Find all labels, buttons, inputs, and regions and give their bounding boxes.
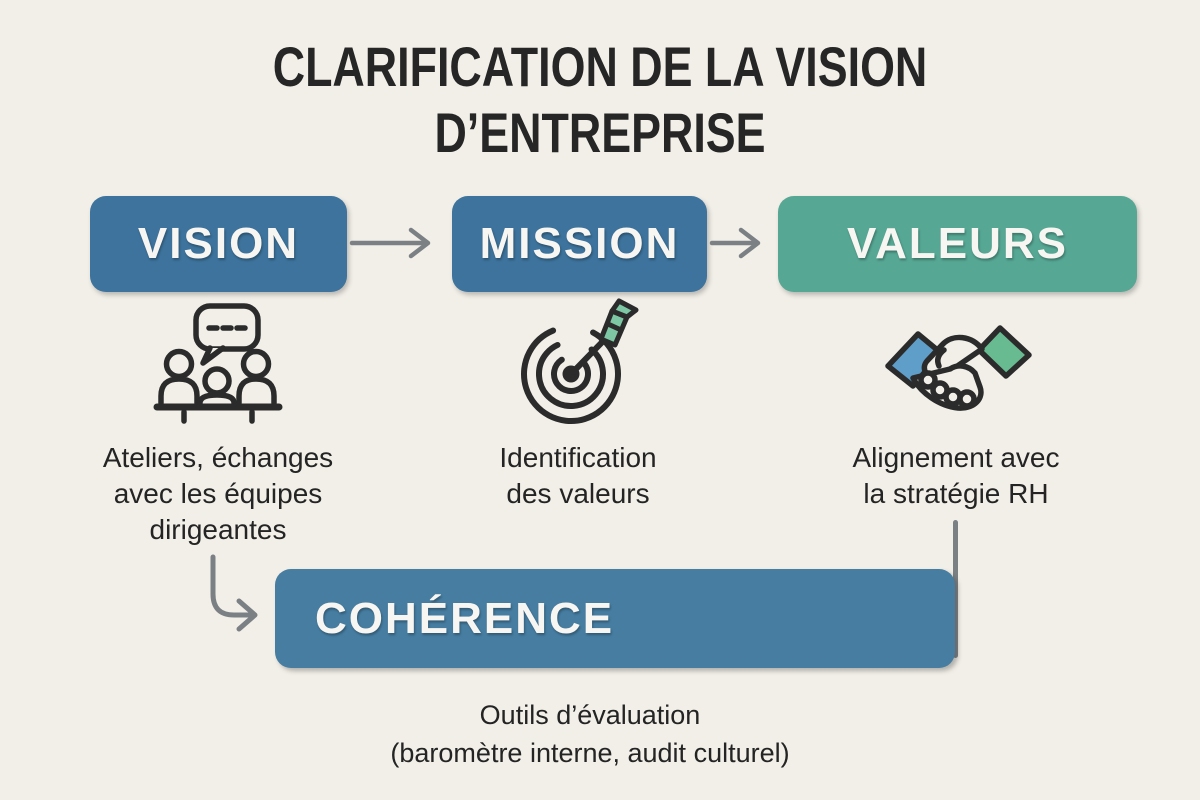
step-description-mission: Identification des valeurs xyxy=(499,442,657,509)
meeting-icon xyxy=(152,300,284,426)
step-box-mission: MISSION xyxy=(452,196,707,292)
step-label-valeurs: VALEURS xyxy=(847,219,1068,268)
coherence-label: COHÉRENCE xyxy=(315,593,615,643)
arrow-right-icon xyxy=(709,227,761,259)
step-label-mission: MISSION xyxy=(479,219,680,268)
connector-line xyxy=(953,520,958,658)
step-description-valeurs: Alignement avec la stratégie RH xyxy=(852,442,1060,509)
handshake-icon xyxy=(880,308,1036,424)
curved-arrow-icon xyxy=(210,554,258,632)
coherence-box: COHÉRENCE xyxy=(275,569,955,668)
target-icon xyxy=(515,296,641,428)
page-title-text: CLARIFICATION DE LA VISION D’ENTREPRISE xyxy=(272,35,928,165)
arrow-right-icon xyxy=(349,227,431,259)
step-box-valeurs: VALEURS xyxy=(778,196,1137,292)
coherence-description: Outils d’évaluation (baromètre interne, … xyxy=(390,700,790,768)
step-label-vision: VISION xyxy=(137,219,300,268)
step-description-vision: Ateliers, échanges avec les équipes diri… xyxy=(102,442,334,545)
step-box-vision: VISION xyxy=(90,196,347,292)
page-title: CLARIFICATION DE LA VISION D’ENTREPRISE xyxy=(0,34,1200,166)
